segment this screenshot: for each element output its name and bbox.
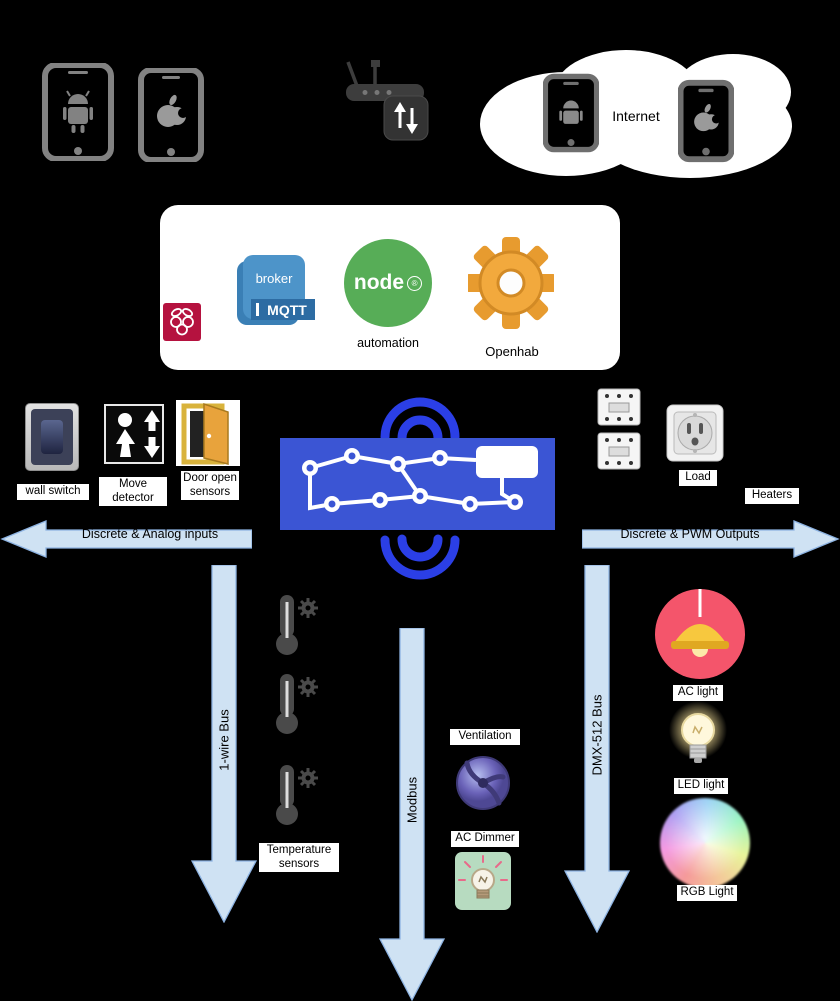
move-detector-label: Move detector	[99, 477, 167, 507]
ac-dimmer-label: AC Dimmer	[451, 831, 519, 847]
load-label: Load	[679, 470, 717, 486]
led-light-icon	[669, 701, 727, 763]
temperature-sensor-icon	[276, 674, 318, 734]
node-red-icon: node®	[344, 239, 432, 327]
ac-light-label: AC light	[673, 685, 723, 701]
door-sensors-label: Door open sensors	[181, 471, 239, 501]
ventilation-label: Ventilation	[450, 729, 520, 745]
wifi-top-icon	[380, 397, 460, 443]
node-label: node	[353, 271, 405, 294]
led-light-label: LED light	[674, 778, 728, 794]
wall-switch-bezel	[31, 409, 73, 465]
broker-label: broker	[256, 271, 294, 286]
network-switch-icon	[383, 95, 429, 141]
one-wire-bus-arrow	[190, 565, 258, 923]
rgb-light-label: RGB Light	[677, 885, 737, 901]
rgb-light-icon	[660, 798, 750, 888]
cloud-android-phone-icon	[543, 73, 599, 153]
inputs-arrow-label: Discrete & Analog inputs	[81, 527, 219, 541]
ac-dimmer-icon	[455, 852, 511, 910]
move-detector-icon	[104, 404, 164, 464]
temperature-sensors-label: Temperature sensors	[259, 843, 339, 873]
wifi-bottom-icon	[380, 534, 460, 580]
din-relay-icons	[597, 388, 641, 470]
android-phone-icon	[42, 63, 114, 161]
apple-logo-icon	[157, 94, 188, 127]
mqtt-label: MQTT	[267, 302, 307, 318]
cloud-iphone-icon	[678, 79, 734, 163]
ac-light-icon	[655, 589, 745, 679]
wall-switch-label: wall switch	[17, 484, 89, 500]
outputs-arrow-label: Discrete & PWM Outputs	[620, 527, 760, 541]
dmx-bus-arrow	[563, 565, 631, 933]
automation-label: automation	[357, 336, 419, 350]
temperature-sensor-icon	[276, 595, 318, 655]
door-open-sensor-icon	[176, 400, 240, 466]
iphone-icon	[138, 68, 204, 162]
inputs-arrow	[0, 520, 252, 558]
pcb-controller	[280, 438, 555, 530]
one-wire-bus-label: 1-wire Bus	[216, 709, 232, 771]
modbus-label: Modbus	[404, 776, 420, 824]
ventilation-fan-icon	[456, 756, 510, 810]
wall-switch-rocker	[41, 420, 63, 454]
openhab-gear-icon	[468, 237, 554, 329]
temperature-sensor-icon	[276, 765, 318, 825]
mqtt-broker-icon: broker MQTT	[237, 255, 315, 325]
wall-switch-icon	[25, 403, 79, 471]
outputs-arrow	[582, 520, 840, 558]
raspberry-pi-icon	[163, 303, 201, 341]
internet-label: Internet	[612, 108, 660, 124]
dmx-bus-label: DMX-512 Bus	[589, 694, 605, 776]
openhab-label: Openhab	[485, 344, 539, 359]
apple-logo-icon	[694, 103, 721, 132]
node-mark: ®	[407, 275, 423, 291]
heaters-label: Heaters	[745, 488, 799, 504]
power-outlet-icon	[666, 404, 724, 462]
rgb-light-highlight	[660, 798, 750, 888]
modbus-arrow	[378, 628, 446, 1001]
